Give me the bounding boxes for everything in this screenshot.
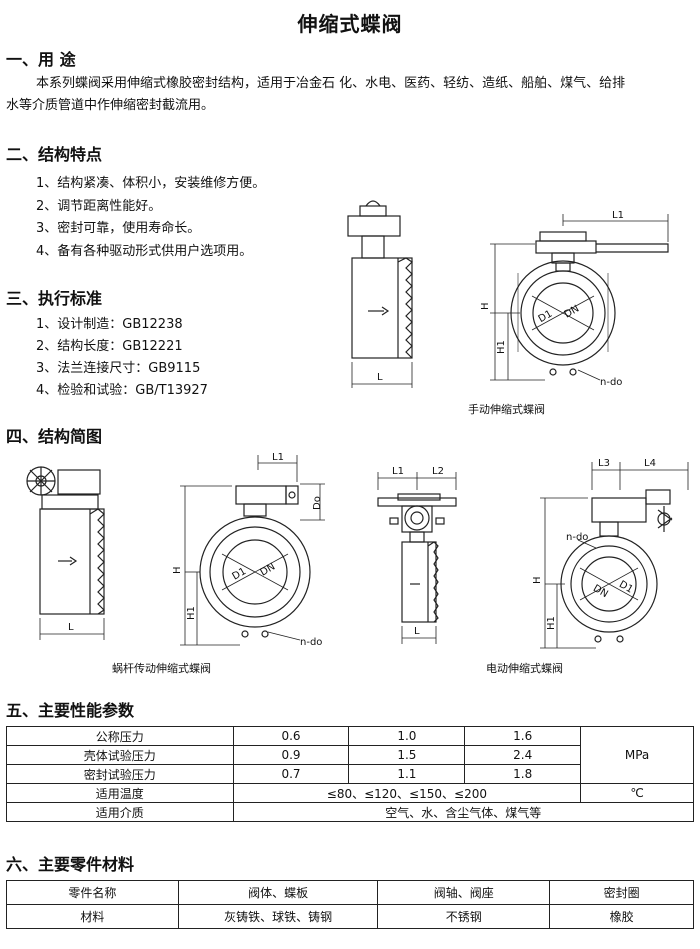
dim-label-D1: D1 <box>231 566 249 583</box>
table-cell: 1.8 <box>464 764 582 784</box>
dim-label-L1: L1 <box>392 466 404 477</box>
usage-line-1: 本系列蝶阀采用伸缩式橡胶密封结构，适用于冶金石 化、水电、医药、轻纺、造纸、船舶… <box>36 76 626 91</box>
caption-manual: 手动伸缩式蝶阀 <box>468 402 545 416</box>
worm-side-view <box>26 466 105 640</box>
dim-label-H: H <box>532 576 543 584</box>
section-heading-materials: 六、主要零件材料 <box>6 855 135 874</box>
table-cell: ℃ <box>580 783 694 803</box>
electric-front-view <box>540 462 689 649</box>
performance-table: 公称压力 0.6 1.0 1.6 MPa 壳体试验压力 0.9 1.5 2.4 … <box>6 726 695 822</box>
dim-label-H: H <box>480 302 491 310</box>
feature-item: 1、结构紧凑、体积小，安装维修方便。 <box>36 176 266 191</box>
dim-label-L3: L3 <box>598 458 610 469</box>
table-cell: 密封圈 <box>549 880 694 905</box>
structure-diagrams: L L1 H H1 D1 DN n-do L L1 Do H H1 D1 DN … <box>26 200 689 675</box>
dim-label-H1: H1 <box>496 340 507 354</box>
table-row: 适用温度 ≤80、≤120、≤150、≤200 ℃ <box>6 783 694 803</box>
dim-label-D1: D1 <box>537 309 555 326</box>
dim-label-L: L <box>377 372 383 383</box>
table-row: 适用介质 空气、水、含尘气体、煤气等 <box>6 802 695 822</box>
dim-label-Do: Do <box>312 496 323 510</box>
dim-label-H: H <box>172 566 183 574</box>
feature-item: 4、备有各种驱动形式供用户选项用。 <box>36 244 253 259</box>
dim-label-DN: DN <box>563 303 582 320</box>
table-cell: 1.0 <box>348 726 466 746</box>
dim-label-D1: D1 <box>617 579 635 596</box>
worm-front-view <box>180 455 325 646</box>
table-cell: 0.9 <box>232 745 350 765</box>
standard-item: 3、法兰连接尺寸：GB9115 <box>36 361 201 376</box>
feature-item: 2、调节距离性能好。 <box>36 199 162 214</box>
dim-label-ndo: n-do <box>300 637 322 648</box>
caption-worm: 蜗杆传动伸缩式蝶阀 <box>112 661 211 675</box>
table-cell: 2.4 <box>464 745 582 765</box>
section-heading-diagrams: 四、结构简图 <box>6 427 103 446</box>
section-heading-standards: 三、执行标准 <box>6 289 103 308</box>
table-cell: 1.6 <box>464 726 582 746</box>
standard-item: 4、检验和试验：GB/T13927 <box>36 383 208 398</box>
dim-label-H1: H1 <box>546 616 557 630</box>
dim-label-ndo: n-do <box>600 377 622 388</box>
table-cell: 阀轴、阀座 <box>377 880 551 905</box>
table-cell: 材料 <box>6 904 179 929</box>
table-cell: 公称压力 <box>6 726 234 746</box>
dim-label-DN: DN <box>259 561 278 578</box>
table-row: 公称压力 0.6 1.0 1.6 MPa <box>6 726 694 784</box>
table-cell: 灰铸铁、球铁、铸钢 <box>177 904 379 929</box>
caption-electric: 电动伸缩式蝶阀 <box>486 661 563 675</box>
dim-label-L: L <box>414 626 420 637</box>
table-cell: 1.1 <box>348 764 466 784</box>
table-cell: 空气、水、含尘气体、煤气等 <box>232 802 695 822</box>
pressure-unit-cell: MPa <box>580 726 694 784</box>
table-row: 材料 灰铸铁、球铁、铸钢 不锈钢 橡胶 <box>6 904 694 929</box>
materials-table: 零件名称 阀体、蝶板 阀轴、阀座 密封圈 材料 灰铸铁、球铁、铸钢 不锈钢 橡胶 <box>6 880 694 929</box>
usage-line-2: 水等介质管道中作伸缩密封截流用。 <box>6 98 215 113</box>
table-cell: 密封试验压力 <box>6 764 234 784</box>
section-heading-usage: 一、用 途 <box>6 50 76 69</box>
table-row: 零件名称 阀体、蝶板 阀轴、阀座 密封圈 <box>6 880 694 905</box>
page-title: 伸缩式蝶阀 <box>297 12 403 36</box>
dim-label-H1: H1 <box>186 606 197 620</box>
table-cell: 阀体、蝶板 <box>177 880 379 905</box>
table-cell: 1.5 <box>348 745 466 765</box>
section-heading-features: 二、结构特点 <box>6 145 103 164</box>
standard-item: 1、设计制造：GB12238 <box>36 317 183 332</box>
dim-label-L4: L4 <box>644 458 656 469</box>
manual-side-view <box>347 200 413 388</box>
table-cell: 橡胶 <box>549 904 694 929</box>
dim-label-DN: DN <box>591 583 610 600</box>
table-cell: ≤80、≤120、≤150、≤200 <box>232 783 582 803</box>
table-cell: 零件名称 <box>6 880 179 905</box>
dim-label-L1: L1 <box>272 452 284 463</box>
standard-item: 2、结构长度：GB12221 <box>36 339 183 354</box>
table-cell: 壳体试验压力 <box>6 745 234 765</box>
table-cell: 适用介质 <box>6 802 234 822</box>
table-cell: 不锈钢 <box>377 904 551 929</box>
manual-front-view <box>490 214 669 381</box>
table-row: 壳体试验压力 0.9 1.5 2.4 <box>6 745 694 765</box>
dim-label-L: L <box>68 622 74 633</box>
section-heading-performance: 五、主要性能参数 <box>6 701 135 720</box>
dim-label-L1: L1 <box>612 210 624 221</box>
dim-label-ndo: n-do <box>566 532 588 543</box>
table-cell: 适用温度 <box>6 783 234 803</box>
table-cell: 0.6 <box>232 726 350 746</box>
dim-label-L2: L2 <box>432 466 444 477</box>
electric-side-view <box>377 472 457 644</box>
table-cell: 0.7 <box>232 764 350 784</box>
feature-item: 3、密封可靠，使用寿命长。 <box>36 221 201 236</box>
